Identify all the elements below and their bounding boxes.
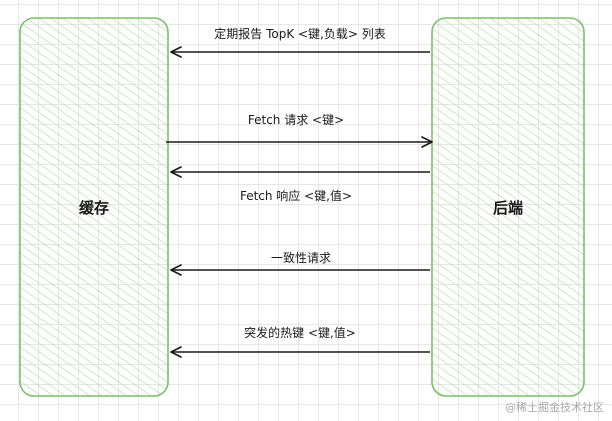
- message-label: 一致性请求: [271, 251, 331, 265]
- backend-node: 后端: [431, 17, 585, 397]
- message-fetch-request: Fetch 请求 <键>: [166, 113, 433, 148]
- backend-label: 后端: [493, 199, 523, 217]
- watermark: @稀土掘金技术社区: [505, 401, 604, 414]
- backend-box: [431, 17, 585, 397]
- message-consistency-request: 一致性请求: [170, 251, 430, 276]
- cache-label: 缓存: [79, 199, 109, 217]
- message-hot-key-burst: 突发的热键 <键,值>: [170, 325, 430, 358]
- message-topk-report: 定期报告 TopK <键,负载> 列表: [170, 26, 430, 58]
- message-label: Fetch 响应 <键,值>: [240, 188, 352, 203]
- cache-box: [19, 17, 169, 397]
- message-label: 定期报告 TopK <键,负载> 列表: [214, 26, 386, 41]
- message-label: 突发的热键 <键,值>: [244, 325, 356, 340]
- message-label: Fetch 请求 <键>: [248, 113, 344, 127]
- message-fetch-response: Fetch 响应 <键,值>: [170, 166, 430, 203]
- cache-node: 缓存: [19, 17, 169, 397]
